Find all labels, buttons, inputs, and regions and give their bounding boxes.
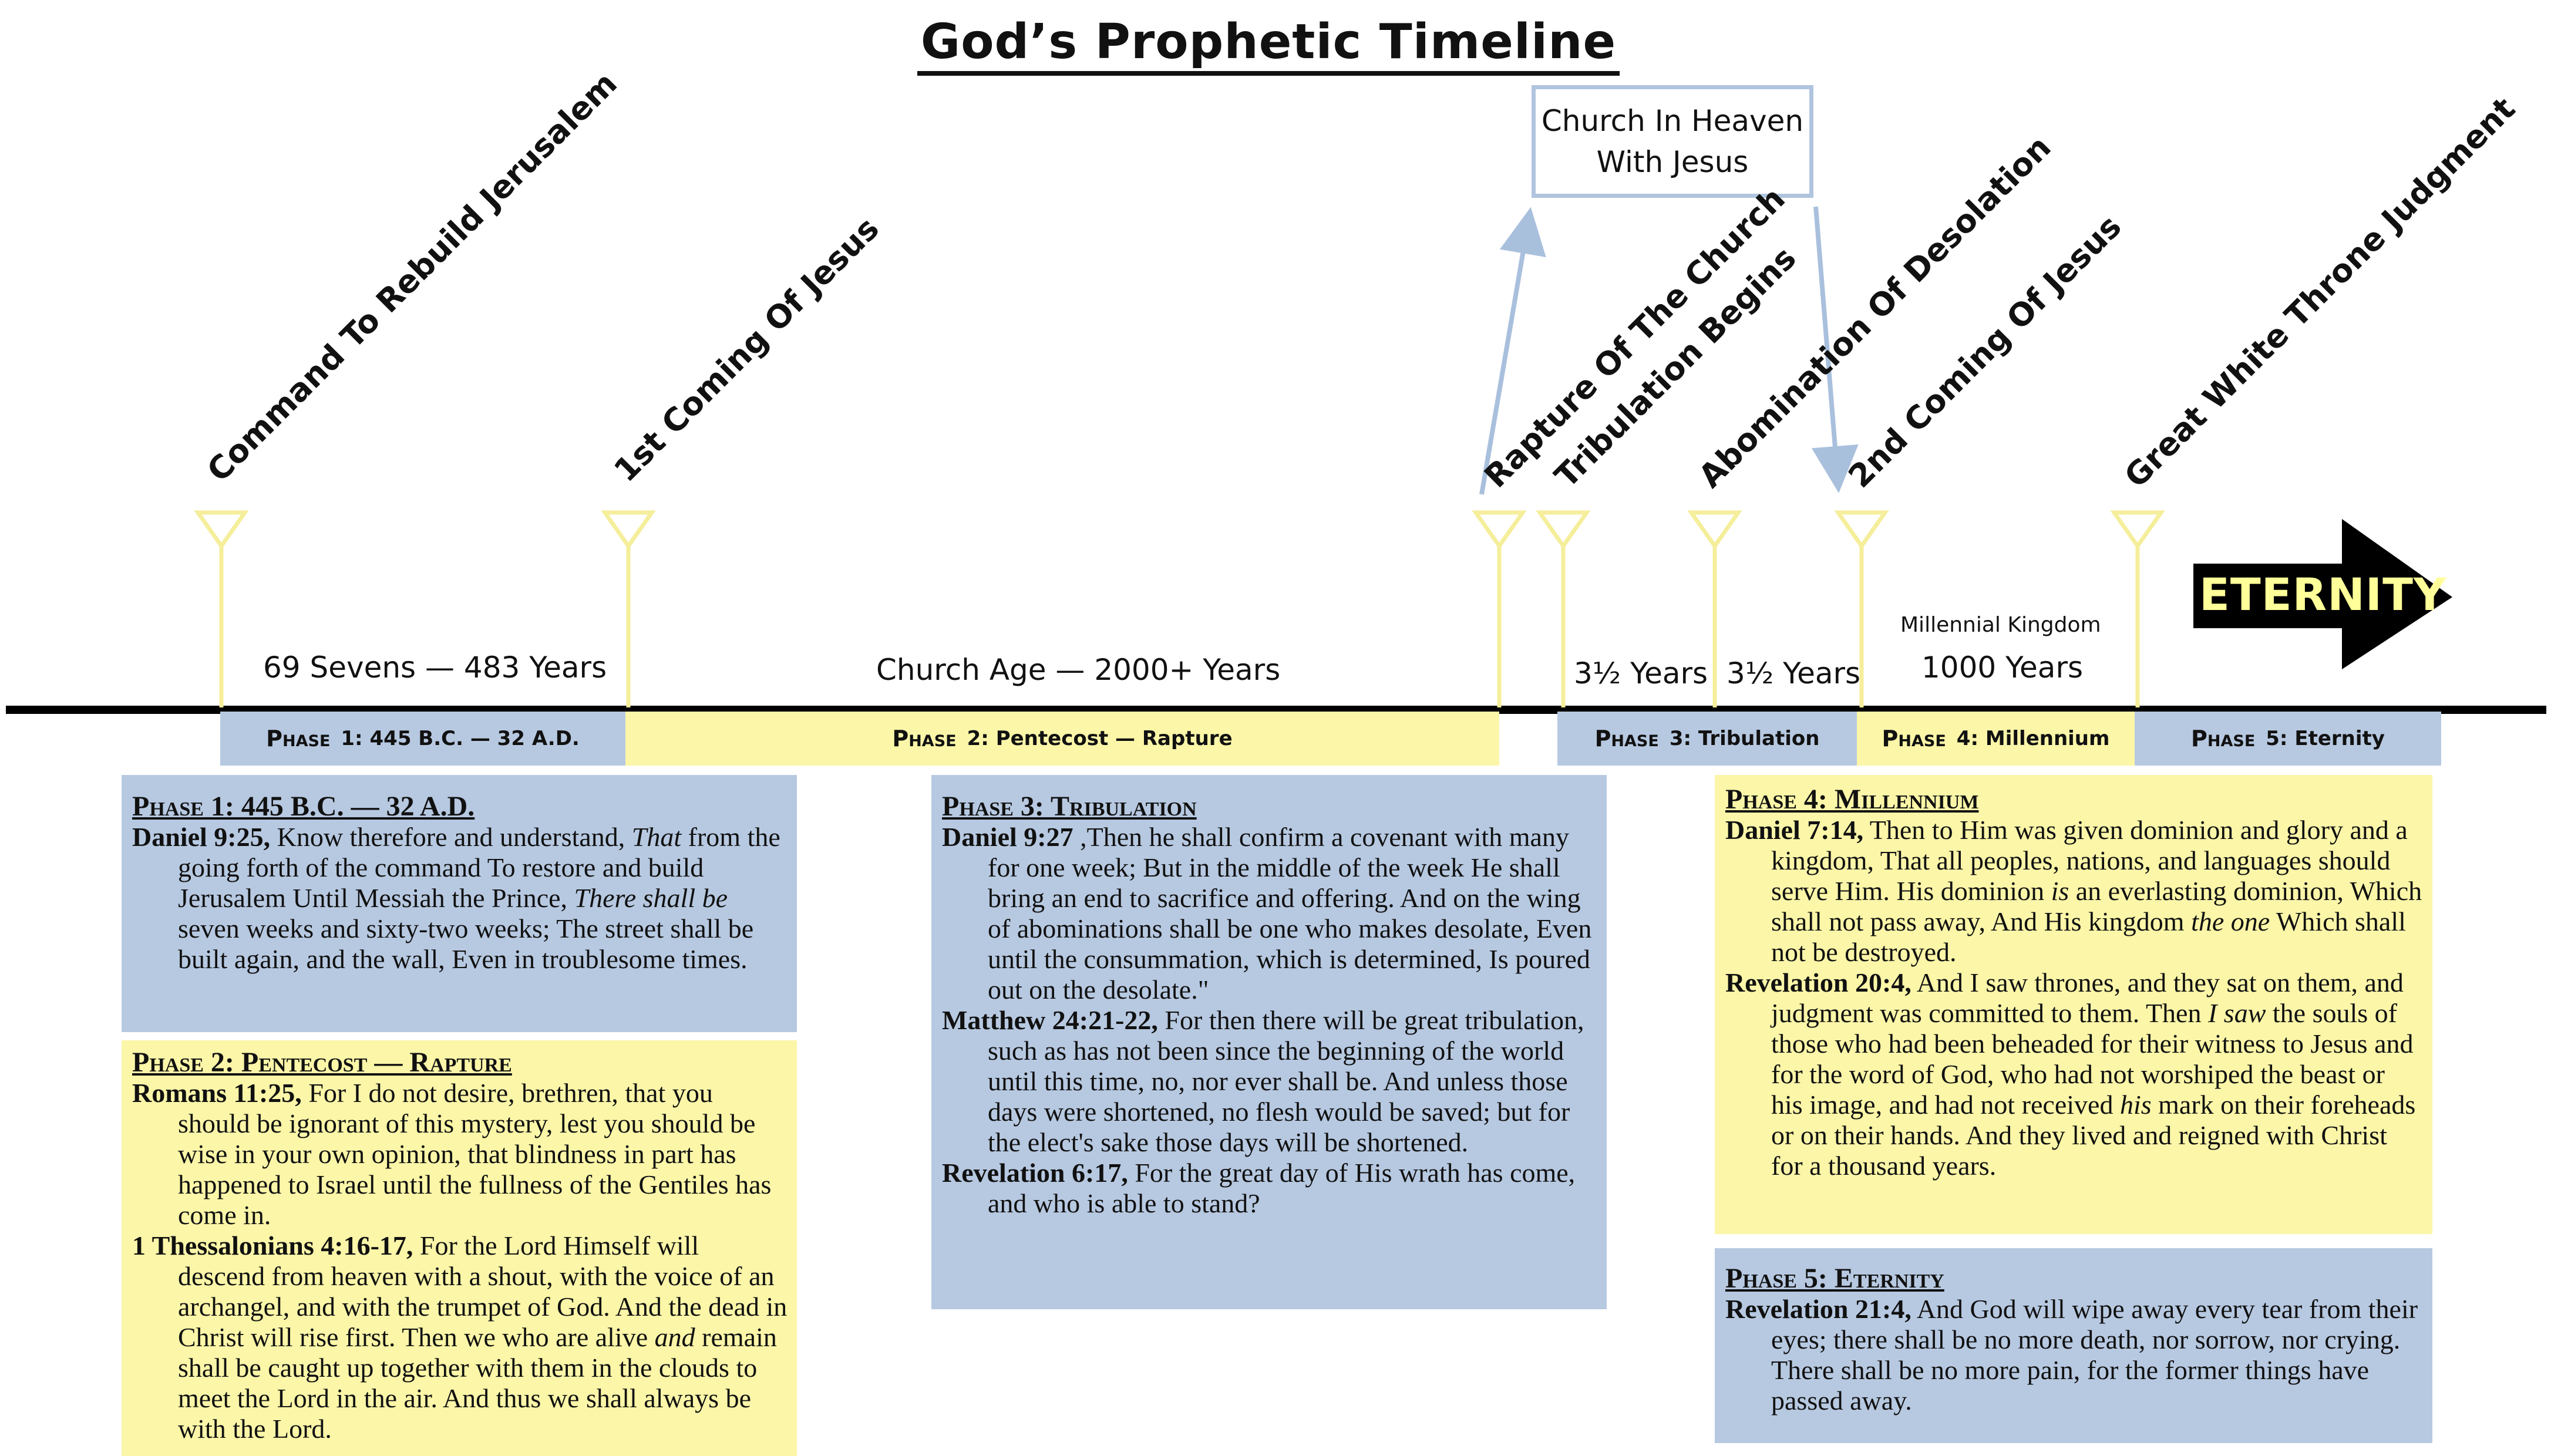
marker-2nd-coming [1834, 510, 1889, 707]
verse-daniel-7-14: Daniel 7:14, Then to Him was given domin… [1725, 815, 2422, 967]
card-phase-3: Phase 3: Tribulation Daniel 9:27 ,Then h… [931, 775, 1607, 1309]
return-arrow [1811, 206, 1859, 493]
verse-revelation-21-4: Revelation 21:4, And God will wipe away … [1725, 1294, 2418, 1415]
marker-tribulation-begins [1536, 510, 1591, 707]
verse-matthew-24-21: Matthew 24:21-22, For then there will be… [942, 1005, 1584, 1157]
eternity-arrow [2193, 519, 2452, 669]
marker-command-to-rebuild [194, 510, 249, 707]
verse-romans-11-25: Romans 11:25, For I do not desire, breth… [132, 1078, 772, 1230]
heaven-box-line2: With Jesus [1596, 145, 1749, 179]
verse-daniel-9-27: Daniel 9:27 ,Then he shall confirm a cov… [942, 822, 1592, 1005]
card-phase-5-heading: Phase 5: Eternity [1725, 1263, 1944, 1294]
span-thousand-years: 1000 Years [1921, 651, 2084, 685]
span-millennial-kingdom: Millennial Kingdom [1900, 613, 2101, 637]
page-title: God’s Prophetic Timeline [0, 14, 2537, 76]
verse-revelation-6-17: Revelation 6:17, For the great day of Hi… [942, 1158, 1576, 1218]
card-phase-2: Phase 2: Pentecost — Rapture Romans 11:2… [122, 1040, 797, 1456]
event-markers [194, 510, 2165, 707]
span-sevens: 69 Sevens — 483 Years [263, 651, 607, 685]
verse-1-thessalonians-4-16: 1 Thessalonians 4:16-17, For the Lord Hi… [132, 1231, 787, 1444]
span-half2: 3½ Years [1727, 656, 1861, 690]
card-phase-1: Phase 1: 445 B.C. — 32 A.D. Daniel 9:25,… [122, 775, 797, 1032]
verse-revelation-20-4: Revelation 20:4, And I saw thrones, and … [1725, 968, 2416, 1181]
eternity-label: ETERNITY [2199, 568, 2446, 621]
card-phase-1-heading: Phase 1: 445 B.C. — 32 A.D. [132, 791, 475, 822]
span-half1: 3½ Years [1574, 656, 1708, 690]
card-phase-3-heading: Phase 3: Tribulation [942, 791, 1197, 822]
card-phase-5: Phase 5: Eternity Revelation 21:4, And G… [1715, 1248, 2432, 1443]
card-phase-2-heading: Phase 2: Pentecost — Rapture [132, 1047, 512, 1078]
marker-rapture [1472, 510, 1527, 707]
marker-abomination [1687, 510, 1742, 707]
card-phase-4: Phase 4: Millennium Daniel 7:14, Then to… [1715, 775, 2432, 1234]
span-church-age: Church Age — 2000+ Years [876, 653, 1281, 687]
card-phase-4-heading: Phase 4: Millennium [1725, 784, 1979, 815]
marker-great-white-throne [2110, 510, 2165, 707]
marker-1st-coming [601, 510, 656, 707]
verse-daniel-9-25: Daniel 9:25, Know therefore and understa… [132, 822, 780, 974]
heaven-box-line1: Church In Heaven [1541, 104, 1804, 138]
rapture-arrow [1479, 207, 1546, 495]
